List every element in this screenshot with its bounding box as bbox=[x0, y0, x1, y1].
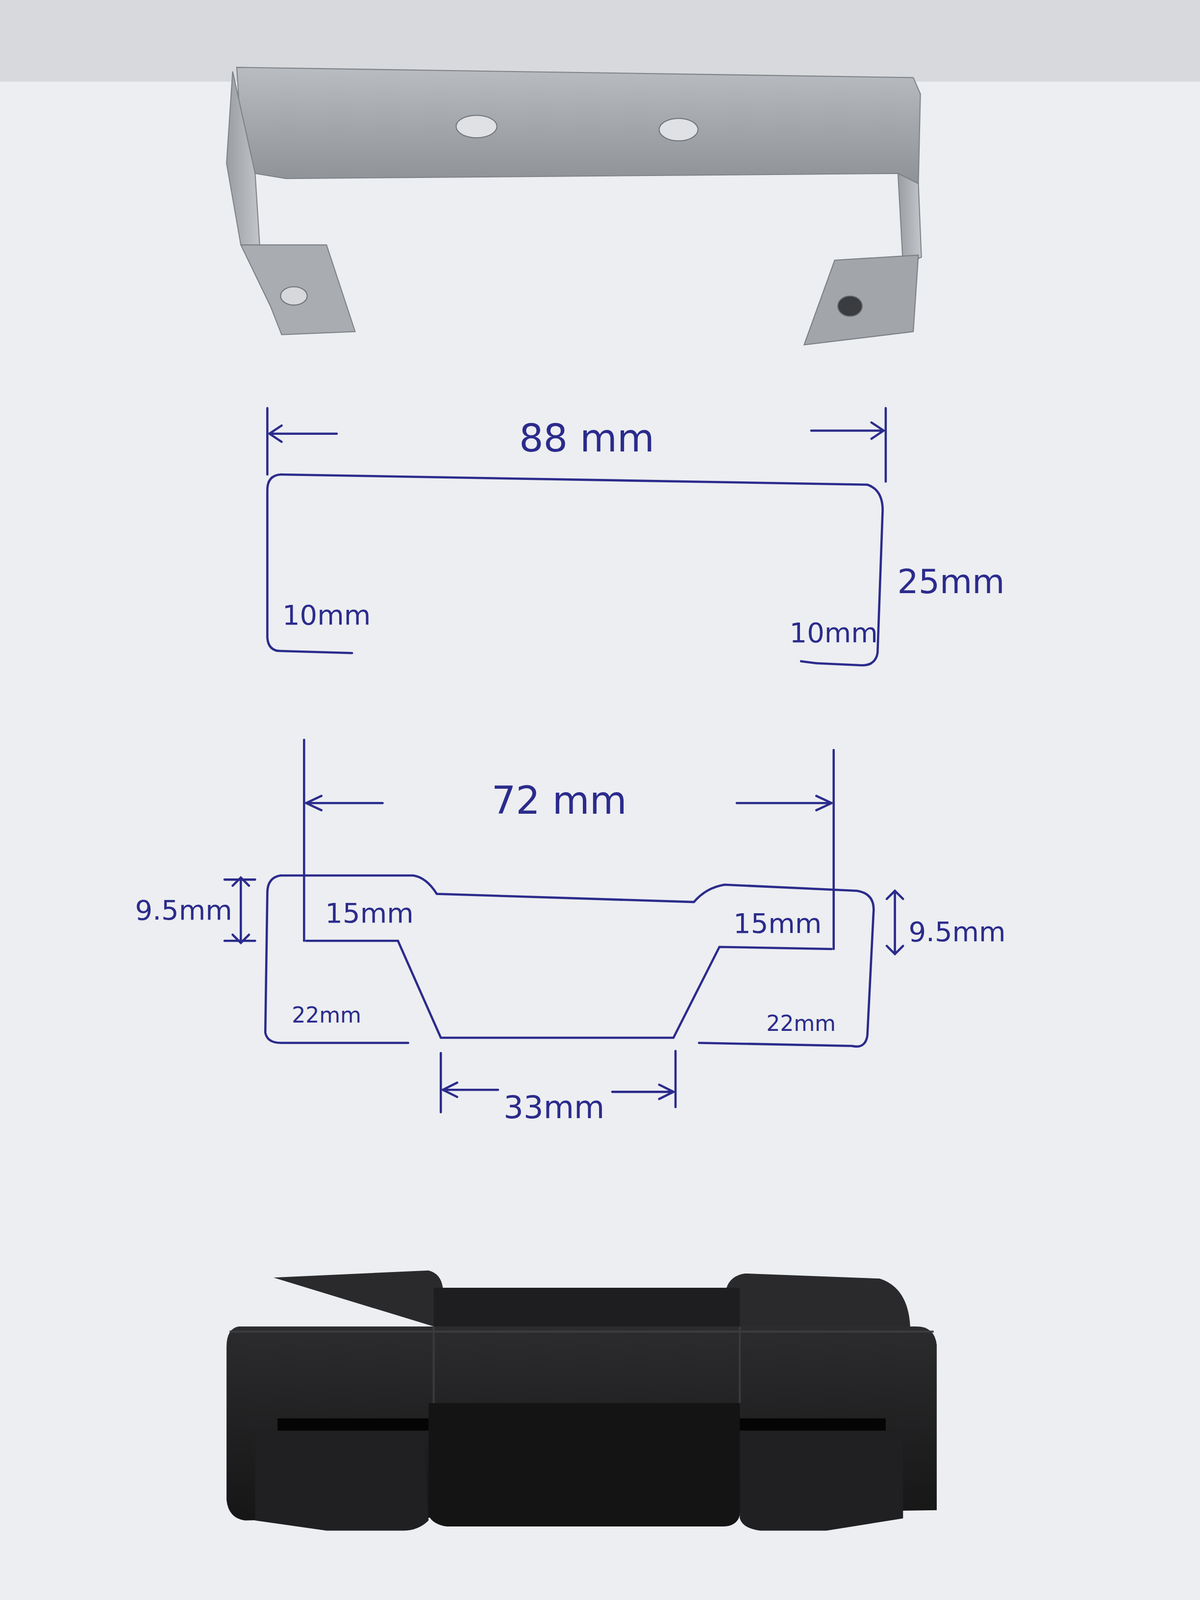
rubber-block bbox=[226, 1270, 937, 1531]
sketch-rectangle bbox=[267, 408, 886, 666]
dimension-label: 9.5mm bbox=[135, 895, 233, 926]
sketch-profile bbox=[224, 739, 903, 1113]
dimension-label: 22mm bbox=[291, 1003, 362, 1027]
dimension-label: 15mm bbox=[733, 908, 822, 939]
dimension-label: 72 mm bbox=[491, 779, 627, 823]
dimension-label: 15mm bbox=[325, 898, 414, 929]
dimension-label: 22mm bbox=[766, 1011, 836, 1036]
paper bbox=[0, 81, 1200, 1600]
dimension-label: 88 mm bbox=[519, 417, 655, 460]
dimension-label: 9.5mm bbox=[908, 916, 1006, 948]
dimension-label: 10mm bbox=[789, 617, 878, 649]
dimension-label: 33mm bbox=[503, 1089, 605, 1125]
dimension-label: 25mm bbox=[897, 563, 1005, 600]
metal-bracket bbox=[226, 67, 922, 345]
dimension-label: 10mm bbox=[282, 600, 371, 631]
